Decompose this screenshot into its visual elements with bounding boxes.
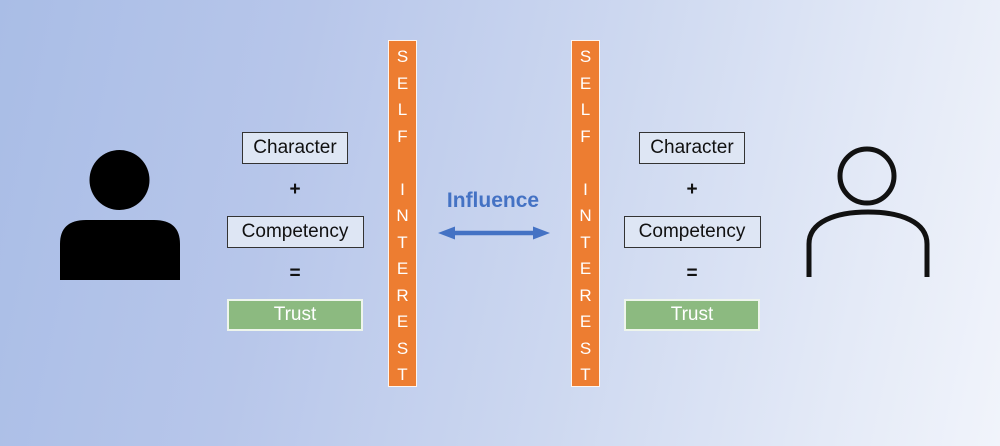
person-filled-icon: [60, 150, 180, 280]
influence-label: Influence: [446, 189, 540, 212]
person-outline-icon: [806, 146, 930, 277]
trust-box: Trust: [624, 299, 760, 331]
self-interest-bar-left: S E L F I N T E R E S T: [388, 40, 417, 387]
equals-sign: =: [289, 262, 301, 284]
trust-formula-right: Character + Competency = Trust: [622, 132, 762, 331]
competency-box: Competency: [623, 216, 761, 248]
character-box: Character: [639, 132, 745, 164]
double-headed-arrow-icon: [438, 226, 550, 240]
trust-box: Trust: [227, 299, 363, 331]
trust-formula-left: Character + Competency = Trust: [225, 132, 365, 331]
character-box: Character: [242, 132, 348, 164]
plus-sign: +: [686, 179, 698, 200]
plus-sign: +: [289, 179, 301, 200]
self-interest-bar-right: S E L F I N T E R E S T: [571, 40, 600, 387]
equals-sign: =: [686, 262, 698, 284]
competency-box: Competency: [226, 216, 364, 248]
